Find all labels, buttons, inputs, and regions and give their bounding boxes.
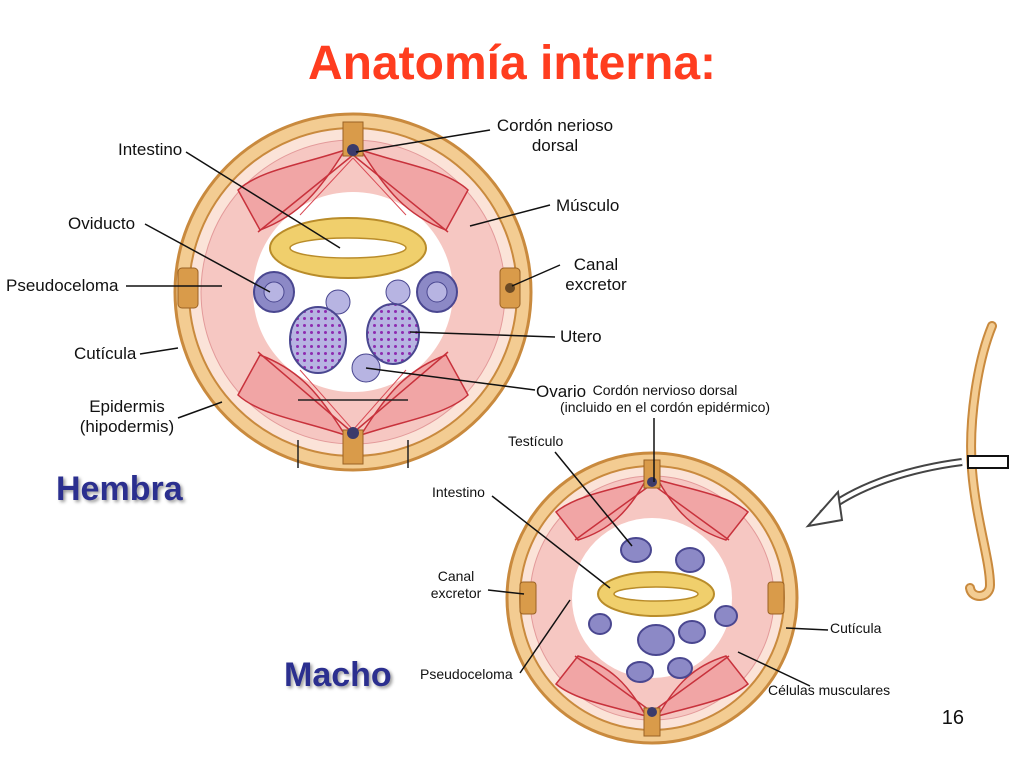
label-cordon-nerioso-line2: dorsal bbox=[531, 136, 579, 155]
label-intestino-male: Intestino bbox=[432, 484, 485, 500]
label-celulas-musculares: Células musculares bbox=[768, 682, 891, 698]
male-gonads bbox=[588, 537, 738, 683]
label-oviducto: Oviducto bbox=[68, 214, 136, 233]
label-canal-excretor-female-line1: Canal bbox=[573, 255, 619, 274]
male-leader-lines bbox=[487, 418, 829, 687]
female-cross-section bbox=[173, 112, 533, 472]
label-macho: Macho bbox=[284, 656, 392, 694]
label-testiculo: Testículo bbox=[508, 433, 564, 449]
slide-title: Anatomía interna: bbox=[307, 37, 717, 90]
label-cordon-nerioso: Cordón nerioso dorsal bbox=[490, 116, 620, 156]
label-cuticula-female: Cutícula bbox=[74, 344, 137, 363]
section-cut-marker bbox=[967, 455, 1009, 469]
label-canal-excretor-female: Canal excretor bbox=[560, 255, 632, 295]
label-utero: Utero bbox=[560, 327, 602, 346]
label-ovario: Ovario bbox=[536, 382, 587, 401]
page-number: 16 bbox=[941, 707, 964, 729]
label-hembra: Hembra bbox=[56, 470, 183, 508]
whole-worm-illustration bbox=[965, 321, 1009, 601]
female-leader-lines bbox=[126, 129, 561, 419]
label-epidermis-line1: Epidermis bbox=[89, 397, 165, 416]
female-gonads bbox=[253, 271, 458, 383]
label-epidermis-line2: (hipodermis) bbox=[79, 417, 175, 436]
label-cordon-nervioso-dorsal-line2: (incluido en el cordón epidérmico) bbox=[559, 399, 771, 415]
label-cordon-nerioso-line1: Cordón nerioso bbox=[496, 116, 614, 135]
label-canal-excretor-male: Canal excretor bbox=[424, 568, 488, 602]
male-excretory-canal-right bbox=[767, 581, 785, 615]
label-musculo: Músculo bbox=[556, 196, 620, 215]
label-cordon-nervioso-dorsal-line1: Cordón nervioso dorsal bbox=[592, 382, 738, 398]
male-cross-section bbox=[505, 451, 799, 745]
label-epidermis: Epidermis (hipodermis) bbox=[72, 397, 182, 437]
female-excretory-canal-left bbox=[177, 267, 199, 309]
female-muscle-quadrants bbox=[237, 148, 469, 437]
label-canal-excretor-male-line1: Canal bbox=[437, 568, 475, 584]
label-pseudoceloma-female: Pseudoceloma bbox=[6, 276, 119, 295]
male-muscle-quadrants bbox=[554, 478, 750, 718]
label-canal-excretor-female-line2: excretor bbox=[565, 275, 627, 294]
label-pseudoceloma-male: Pseudoceloma bbox=[420, 666, 513, 682]
label-intestino-female: Intestino bbox=[118, 140, 183, 159]
male-excretory-canal-left bbox=[519, 581, 537, 615]
section-arrow-icon bbox=[819, 458, 963, 518]
label-cordon-nervioso-dorsal: Cordón nervioso dorsal (incluido en el c… bbox=[540, 382, 790, 416]
label-canal-excretor-male-line2: excretor bbox=[430, 585, 482, 601]
label-cuticula-male: Cutícula bbox=[830, 620, 882, 636]
